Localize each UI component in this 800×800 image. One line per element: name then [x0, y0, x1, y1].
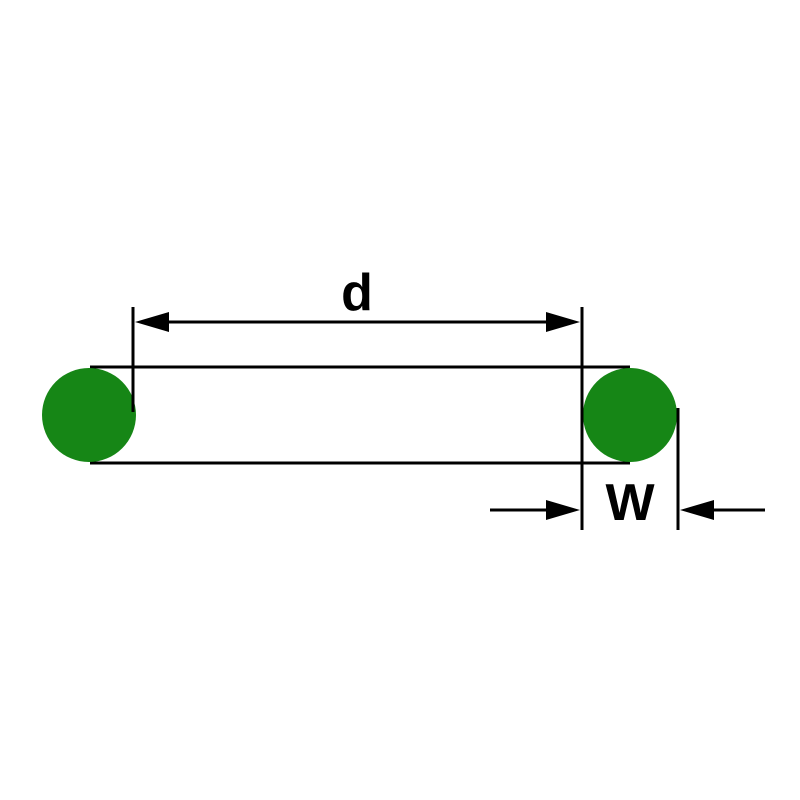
oring-cross-section-right: [583, 368, 677, 462]
diameter-label: d: [341, 264, 373, 322]
diameter-arrowhead-left-icon: [135, 312, 169, 332]
oring-cross-section-left: [42, 368, 136, 462]
width-arrowhead-right-icon: [680, 500, 714, 520]
diameter-dimension-arrow: [135, 312, 580, 332]
width-label: W: [605, 474, 655, 532]
diameter-arrowhead-right-icon: [546, 312, 580, 332]
width-dimension-arrows: [490, 500, 765, 520]
width-arrowhead-left-icon: [546, 500, 580, 520]
